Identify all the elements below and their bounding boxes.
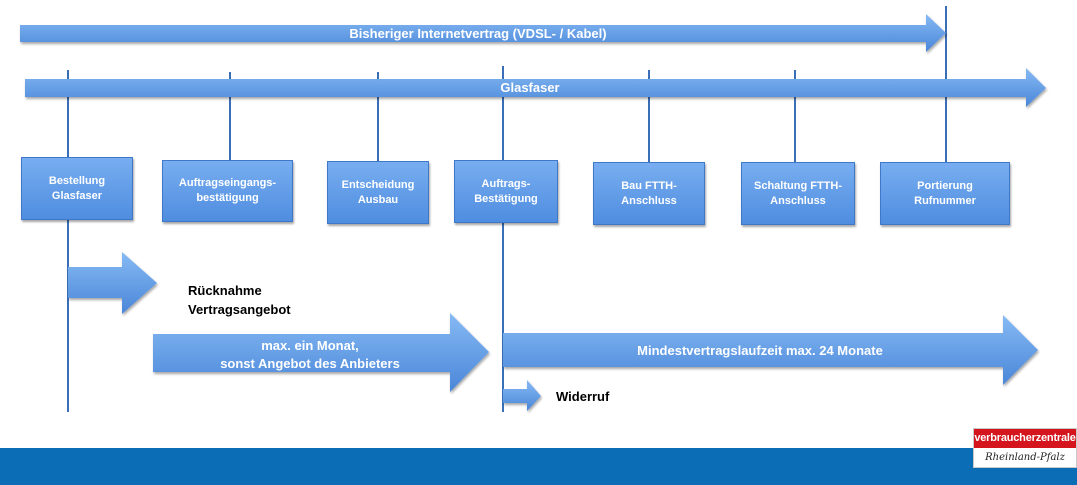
step-label-line2: Anschluss [770,194,826,207]
step-order-confirmation: Auftrags- Bestätigung [454,160,558,223]
step-label-line2: Bestätigung [474,192,538,205]
step-label-line2: Ausbau [357,193,399,206]
logo-subtitle: Rheinland-Pfalz [985,452,1065,463]
step-label-line2: Anschluss [621,194,677,207]
footer-bar [0,448,1077,485]
withdrawal-label-line1: Rücknahme [188,283,262,298]
step-label-line1: Bau FTTH- [621,179,677,192]
arrow-revocation [503,380,541,411]
step-switch-ftth: Schaltung FTTH- Anschluss [741,162,855,225]
logo-title: verbraucherzentrale [974,429,1076,448]
step-label-line1: Portierung [917,179,973,192]
step-order-receipt: Auftragseingangs- bestätigung [162,160,293,222]
arrow-fiber-label: Glasfaser [500,80,559,95]
step-order-fiber: Bestellung Glasfaser [21,157,133,220]
step-label-line1: Entscheidung [341,178,415,191]
step-expansion-decision: Entscheidung Ausbau [327,161,429,224]
arrow-minimum-term-label: Mindestvertragslaufzeit max. 24 Monate [637,343,883,358]
step-label-line2: bestätigung [196,192,259,204]
step-label-line1: Auftragseingangs- [178,177,277,189]
step-label-line2: Glasfaser [51,189,103,202]
arrow-old-contract [20,14,946,52]
step-number-porting: Portierung Rufnummer [880,162,1010,225]
verbraucherzentrale-logo[interactable]: verbraucherzentrale Rheinland-Pfalz [973,428,1077,468]
revocation-label: Widerruf [556,389,610,404]
step-label-line1: Bestellung [48,174,106,187]
withdrawal-label-line2: Vertragsangebot [188,302,291,317]
arrow-one-month-line2: sonst Angebot des Anbieters [220,356,400,371]
arrow-fiber [25,68,1046,107]
arrow-old-contract-label: Bisheriger Internetvertrag (VDSL- / Kabe… [349,26,606,41]
arrow-one-month [153,313,489,392]
arrow-minimum-term [503,315,1038,385]
arrow-one-month-line1: max. ein Monat, [261,338,359,353]
arrow-withdrawal [68,252,157,314]
step-label-line2: Rufnummer [914,194,976,207]
step-label-line1: Schaltung FTTH- [754,179,842,192]
step-build-ftth: Bau FTTH- Anschluss [593,162,705,225]
step-label-line1: Auftrags- [481,177,531,190]
